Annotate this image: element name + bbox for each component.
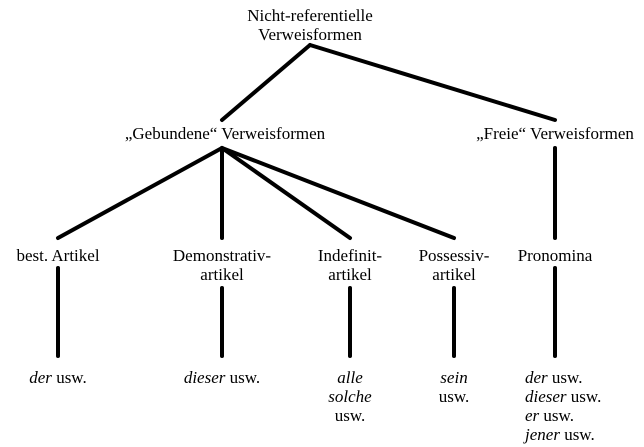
example-word: dieser [525, 387, 567, 406]
example-rest: usw. [539, 406, 574, 425]
pronomen-example: der usw. [525, 368, 601, 387]
pronomen-example: er usw. [525, 406, 601, 425]
example-usw: usw. [334, 406, 366, 425]
example-rest: usw. [559, 425, 595, 444]
example-word: der [29, 368, 52, 387]
possessiv-line-2: artikel [432, 265, 476, 284]
root-line-2: Verweisformen [258, 25, 362, 44]
demonstrativ-line-2: artikel [200, 265, 244, 284]
best-artikel-example: der usw. [29, 368, 86, 387]
best-artikel-node: best. Artikel [16, 246, 100, 265]
pronomen-example: dieser usw. [525, 387, 601, 406]
pronomen-example: jener usw. [525, 425, 601, 444]
example-word: dieser [183, 368, 226, 387]
edge-gebunden-poss [220, 146, 456, 240]
example-word: der [525, 368, 548, 387]
demonstrativ-node: Demonstrativ- artikel [173, 246, 271, 284]
pronomina-examples: der usw. dieser usw. er usw. jener usw. [525, 368, 601, 444]
example-word-solche: solche [328, 387, 372, 406]
pronomina-node: Pronomina [517, 246, 593, 265]
example-rest: usw. [547, 368, 583, 387]
example-word-alle: alle [337, 368, 363, 387]
example-rest: usw. [225, 368, 261, 387]
root-node: Nicht-referentielle Verweisformen [247, 6, 373, 44]
edge-gebunden-indef [220, 146, 352, 240]
example-word-sein: sein [440, 368, 468, 387]
example-word: jener [525, 425, 560, 444]
possessiv-node: Possessiv- artikel [419, 246, 490, 284]
indefinit-node: Indefinit- artikel [318, 246, 382, 284]
demonstrativ-line-1: Demonstrativ- [172, 246, 272, 265]
indefinit-line-2: artikel [328, 265, 372, 284]
example-rest: usw. [566, 387, 602, 406]
edge-gebunden-best [56, 146, 224, 240]
example-usw: usw. [438, 387, 470, 406]
root-line-1: Nicht-referentielle [247, 6, 373, 25]
possessiv-line-1: Possessiv- [418, 246, 490, 265]
edge-root-frei [308, 43, 557, 122]
possessiv-example: sein usw. [439, 368, 470, 406]
indefinit-example: alle solche usw. [328, 368, 371, 425]
freie-node: „Freie“ Verweisformen [476, 124, 634, 143]
indefinit-line-1: Indefinit- [317, 246, 383, 265]
example-rest: usw. [51, 368, 87, 387]
edge-root-gebunden [220, 43, 312, 122]
gebundene-node: „Gebundene“ Verweisformen [124, 124, 326, 143]
example-word: er [525, 406, 540, 425]
demonstrativ-example: dieser usw. [184, 368, 260, 387]
